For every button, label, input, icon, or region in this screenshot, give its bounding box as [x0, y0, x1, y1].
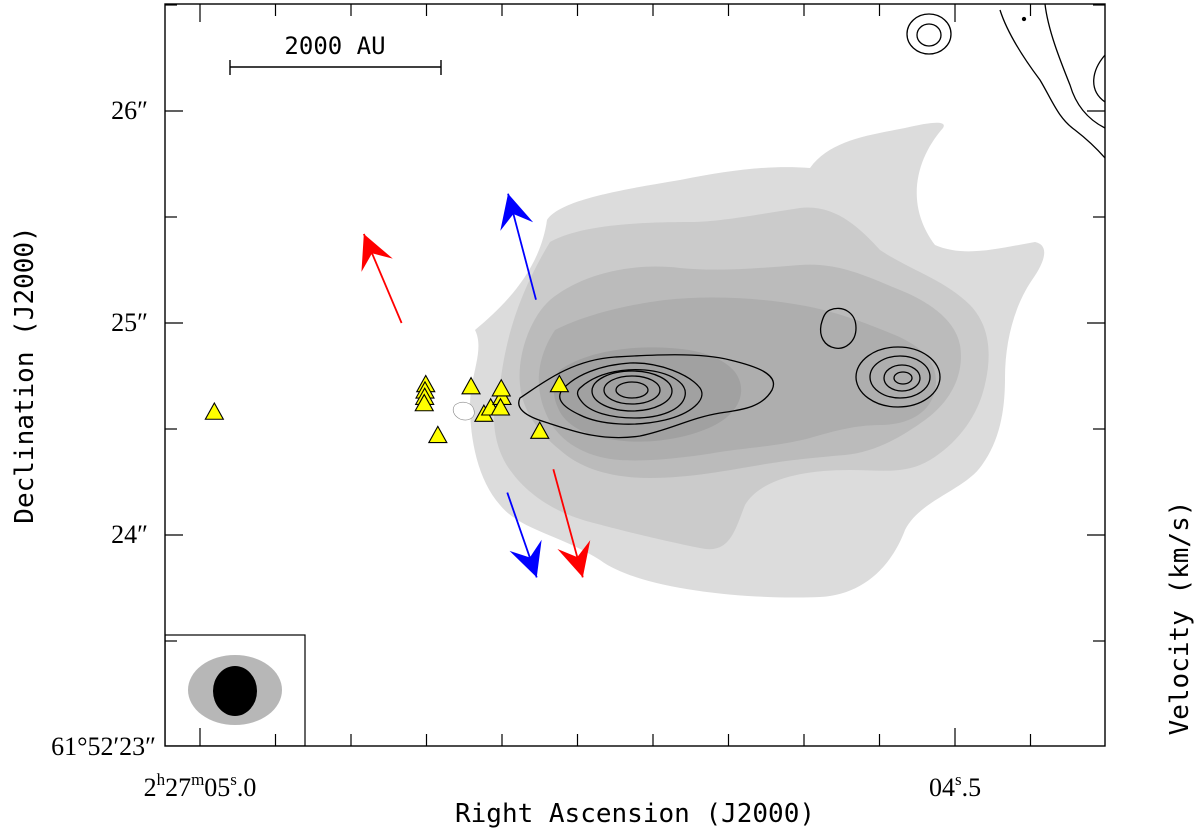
- axis-ticks: [165, 4, 1105, 746]
- y-tick-label: 26″: [111, 96, 148, 125]
- red-outflow-arrow: [361, 233, 403, 324]
- y-tick-label: 25″: [111, 308, 148, 337]
- x-axis-title: Right Ascension (J2000): [455, 799, 815, 829]
- contour-east-2: [869, 355, 931, 399]
- scale-bar-label: 2000 AU: [284, 32, 385, 60]
- blue-outflow-arrow: [500, 193, 537, 300]
- contour-main-3: [576, 368, 686, 419]
- source-triangle: [204, 401, 225, 420]
- source-triangle: [490, 397, 511, 416]
- blue-outflow-arrow: [506, 492, 542, 578]
- contour-main-4: [591, 370, 673, 412]
- contour-corner-edge-3: [1093, 54, 1105, 103]
- red-outflow-arrow: [552, 469, 591, 578]
- grayscale-emission: [452, 122, 1045, 598]
- map-area: 2000 AU: [165, 4, 1105, 746]
- contour-corner-blob-inner: [916, 23, 942, 47]
- contour-main-outer: [518, 354, 775, 439]
- arrow-head: [557, 540, 591, 578]
- contour-east-3: [883, 364, 921, 392]
- arrow-head: [361, 233, 393, 272]
- contour-corner-dot: [1021, 16, 1027, 22]
- y-tick-label: 61°52′23″: [51, 732, 156, 761]
- source-triangle: [491, 378, 512, 397]
- arrow-head: [509, 539, 542, 578]
- contour-corner-edge-2: [1044, 4, 1105, 129]
- plot-frame: [164, 3, 1106, 747]
- colorbar-title: Velocity (km/s): [1165, 501, 1195, 736]
- contour-small-blob: [819, 307, 857, 349]
- source-triangle: [549, 374, 570, 393]
- source-triangle: [427, 425, 448, 444]
- x-tick-label: 2h27m05s.0: [144, 770, 257, 802]
- contour-main-2: [559, 362, 703, 425]
- x-tick-labels: 2h27m05s.0 04s.5: [144, 770, 981, 802]
- arrow-head: [500, 193, 534, 231]
- y-axis-title: Declination (J2000): [10, 226, 40, 523]
- y-tick-labels: 26″ 25″ 24″ 61°52′23″: [51, 96, 156, 761]
- line-contours: [518, 4, 1105, 439]
- beam-inner-ellipse: [213, 666, 257, 716]
- source-triangle: [529, 420, 550, 439]
- source-triangle: [461, 376, 481, 395]
- source-markers: [204, 374, 570, 444]
- emission-level-5: [553, 347, 742, 442]
- contour-east-1: [855, 346, 941, 408]
- contour-main-6: [615, 381, 649, 399]
- emission-hole: [452, 401, 475, 421]
- source-triangle: [414, 393, 435, 412]
- x-tick-label: 04s.5: [929, 770, 981, 802]
- y-tick-label: 24″: [111, 520, 148, 549]
- outflow-arrows: [361, 193, 591, 578]
- scale-bar: 2000 AU: [229, 32, 442, 75]
- contour-east-4: [893, 371, 913, 385]
- contour-main-5: [603, 375, 661, 405]
- contour-corner-blob-outer: [906, 13, 952, 55]
- beam-inset: [165, 634, 306, 746]
- contour-corner-edge-1: [999, 9, 1105, 159]
